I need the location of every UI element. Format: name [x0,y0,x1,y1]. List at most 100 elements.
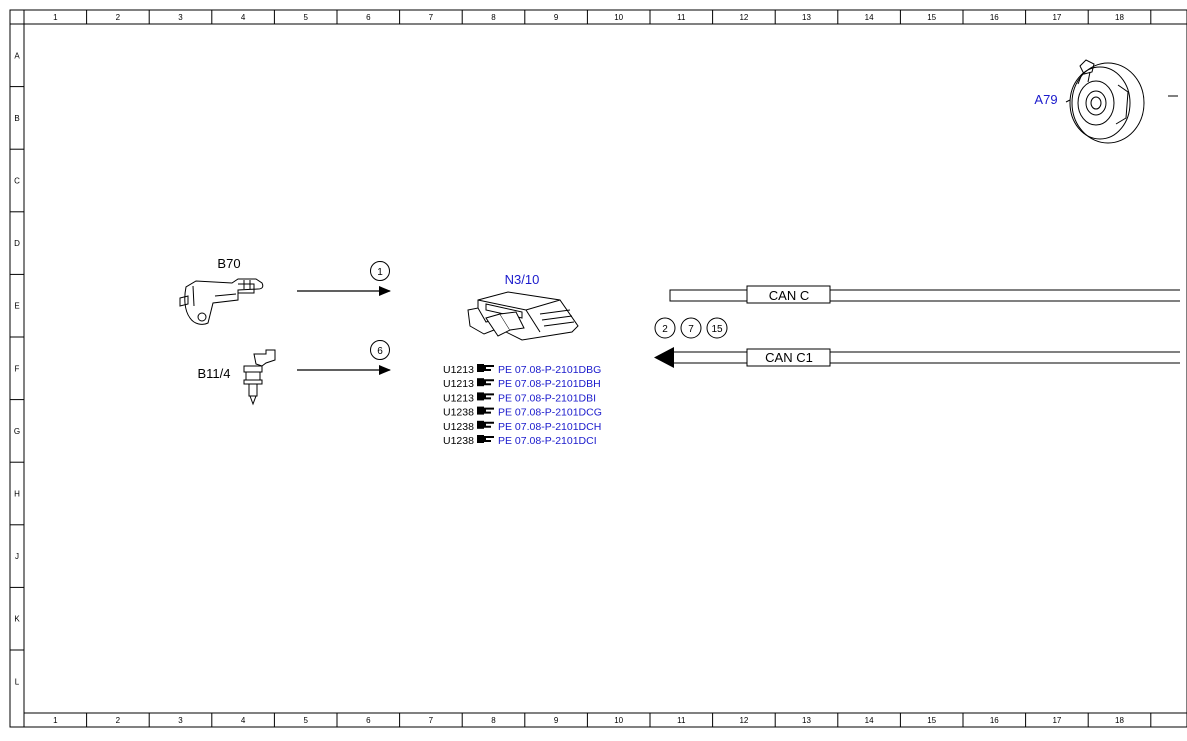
bottom-col-15: 15 [927,716,936,725]
bottom-col-10: 10 [614,716,623,725]
n3-10-ecu-icon [467,291,579,341]
bottom-col-4: 4 [241,716,246,725]
bubble-7: 7 [688,324,694,335]
fault-code: U1213 [443,378,474,390]
bubble-2: 2 [662,324,668,335]
pointing-hand-icon[interactable] [477,392,494,401]
fault-ref-link[interactable]: PE 07.08-P-2101DBH [498,378,601,390]
top-col-17: 17 [1052,13,1061,22]
fault-code-row: U1213 PE 07.08-P-2101DBI [443,392,596,404]
row-E: E [14,302,19,311]
fault-ref-link[interactable]: PE 07.08-P-2101DCG [498,407,602,419]
row-L: L [15,677,20,686]
top-col-13: 13 [802,13,811,22]
row-F: F [15,364,20,373]
row-ruler-left: A B C D E F G H J K L [10,23,24,686]
top-col-5: 5 [303,13,308,22]
pointing-hand-icon[interactable] [477,420,494,429]
row-K: K [14,615,20,624]
can-c1-arrowhead [654,347,674,368]
top-col-16: 16 [990,13,999,22]
top-col-7: 7 [429,13,434,22]
a79-component[interactable]: A79 [1034,59,1178,144]
fault-code: U1213 [443,364,474,376]
top-col-18: 18 [1115,13,1124,22]
top-col-11: 11 [677,13,686,22]
bubble-6: 6 [377,346,383,357]
top-col-15: 15 [927,13,936,22]
pointing-hand-icon[interactable] [477,435,494,443]
top-col-2: 2 [116,13,121,22]
b11-4-label: B11/4 [197,366,230,381]
bottom-col-9: 9 [554,716,559,725]
bottom-col-6: 6 [366,716,371,725]
top-col-4: 4 [241,13,246,22]
a79-label[interactable]: A79 [1034,92,1057,107]
a79-part-icon [1065,59,1178,144]
n3-10-component[interactable]: N3/10 [467,272,579,341]
row-C: C [14,177,20,186]
b11-4-sensor-icon [243,349,276,406]
can-c1-label: CAN C1 [765,350,813,365]
can-c-label: CAN C [769,288,809,303]
top-col-6: 6 [366,13,371,22]
bottom-col-17: 17 [1052,716,1061,725]
n3-10-label[interactable]: N3/10 [505,272,540,287]
fault-ref-link[interactable]: PE 07.08-P-2101DCH [498,421,601,433]
fault-code-row: U1238 PE 07.08-P-2101DCG [443,406,602,419]
row-J: J [15,552,19,561]
bottom-col-5: 5 [303,716,308,725]
fault-code-row: U1213 PE 07.08-P-2101DBH [443,378,601,390]
bottom-col-1: 1 [53,716,58,725]
bottom-col-7: 7 [429,716,434,725]
can-c-line: CAN C [669,285,1180,304]
fault-ref-link[interactable]: PE 07.08-P-2101DBI [498,392,596,404]
bottom-col-14: 14 [865,716,874,725]
top-col-8: 8 [491,13,496,22]
fault-ref-link[interactable]: PE 07.08-P-2101DCI [498,435,597,447]
top-col-12: 12 [739,13,748,22]
can-c1-line: CAN C1 [654,347,1180,368]
row-D: D [14,239,20,248]
bottom-col-12: 12 [739,716,748,725]
sheet-frame [9,9,1187,728]
top-col-3: 3 [178,13,183,22]
top-col-14: 14 [865,13,874,22]
top-col-1: 1 [53,13,58,22]
fault-code: U1213 [443,392,474,404]
bubble-1: 1 [377,267,383,278]
pointing-hand-icon[interactable] [477,406,494,415]
b70-label: B70 [217,256,240,271]
b70-sensor-icon [179,278,264,325]
bottom-col-18: 18 [1115,716,1124,725]
row-B: B [14,114,19,123]
fault-code-row: U1238 PE 07.08-P-2101DCI [443,435,597,447]
row-G: G [14,427,20,436]
bottom-col-2: 2 [116,716,121,725]
top-col-10: 10 [614,13,623,22]
pointing-hand-icon[interactable] [477,364,494,372]
can-c-label-box [746,285,831,304]
fault-ref-link[interactable]: PE 07.08-P-2101DBG [498,364,601,376]
row-H: H [14,490,20,499]
bottom-col-13: 13 [802,716,811,725]
bottom-col-16: 16 [990,716,999,725]
bottom-col-3: 3 [178,716,183,725]
b70-component[interactable]: B70 [179,256,264,325]
fault-code: U1238 [443,407,474,419]
fault-code-list: U1213 PE 07.08-P-2101DBG U1213 PE 07.08-P-2… [443,364,602,447]
can-bubbles: 2 7 15 [654,317,728,339]
fault-code: U1238 [443,435,474,447]
b11-4-component[interactable]: B11/4 [197,349,276,406]
signal-b11-to-n3: 6 [297,340,391,375]
can-c1-label-box [746,348,831,367]
top-col-9: 9 [554,13,559,22]
pointing-hand-icon[interactable] [477,378,494,387]
signal-b70-to-n3: 1 [297,261,391,296]
row-A: A [14,51,20,60]
